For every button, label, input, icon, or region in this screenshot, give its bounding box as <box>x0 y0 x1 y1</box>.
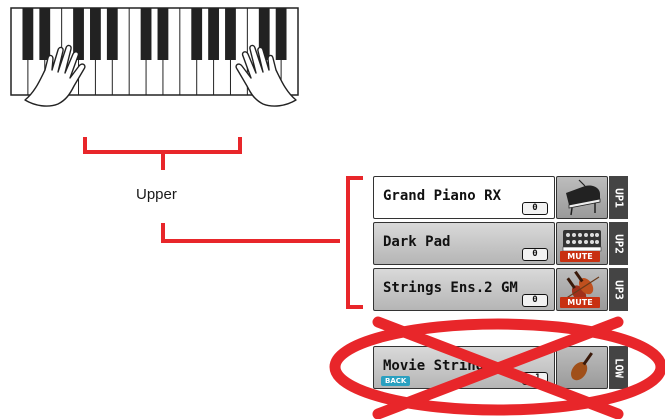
cross-out-mark <box>0 0 665 419</box>
